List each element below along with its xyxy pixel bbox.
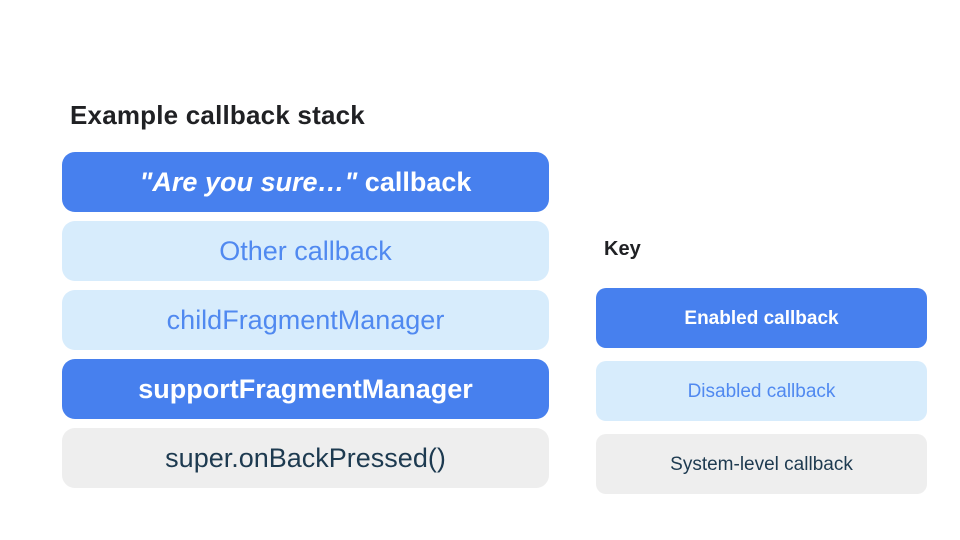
stack-box-are-you-sure-tail-text: callback	[357, 166, 472, 197]
stack-box-are-you-sure-quoted-text: "Are you sure…"	[139, 166, 358, 197]
stack-title: Example callback stack	[70, 100, 365, 130]
key-item-system-level-callback: System-level callback	[596, 434, 927, 494]
key-legend: Enabled callback Disabled callback Syste…	[596, 288, 927, 494]
stack-box-are-you-sure-callback: "Are you sure…" callback	[62, 152, 549, 212]
key-item-disabled-callback: Disabled callback	[596, 361, 927, 421]
key-item-enabled-callback: Enabled callback	[596, 288, 927, 348]
callback-stack: "Are you sure…" callback Other callback …	[62, 152, 549, 488]
stack-box-super-on-back-pressed: super.onBackPressed()	[62, 428, 549, 488]
stack-box-child-fragment-manager: childFragmentManager	[62, 290, 549, 350]
stack-box-other-callback: Other callback	[62, 221, 549, 281]
stack-box-support-fragment-manager: supportFragmentManager	[62, 359, 549, 419]
key-title: Key	[604, 238, 641, 260]
